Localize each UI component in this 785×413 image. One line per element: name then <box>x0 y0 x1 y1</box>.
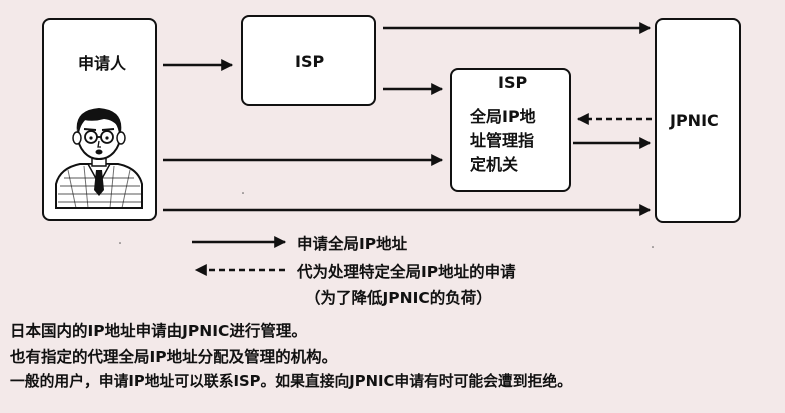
applicant-box: 申请人 <box>42 18 157 221</box>
legend-solid-label: 申请全局IP地址 <box>297 235 408 253</box>
designated-agency-title: ISP <box>498 73 528 92</box>
jpnic-label: JPNIC <box>670 111 719 130</box>
legend-dashed-note: （为了降低JPNIC的负荷） <box>305 289 492 307</box>
businessman-icon <box>55 108 143 209</box>
applicant-label: 申请人 <box>78 54 127 73</box>
jpnic-box: JPNIC <box>655 18 741 223</box>
isp-box: ISP <box>241 15 376 106</box>
designated-agency-line: 址管理指 <box>470 131 535 150</box>
designated-agency-box: ISP 全局IP地 址管理指 定机关 <box>450 68 571 192</box>
designated-agency-line: 全局IP地 <box>470 107 536 126</box>
designated-agency-line: 定机关 <box>470 155 519 174</box>
caption-line: 也有指定的代理全局IP地址分配及管理的机构。 <box>10 348 338 366</box>
caption-line: 一般的用户，申请IP地址可以联系ISP。如果直接向JPNIC申请有时可能会遭到拒… <box>10 373 572 390</box>
isp-label: ISP <box>295 52 325 71</box>
caption-line: 日本国内的IP地址申请由JPNIC进行管理。 <box>10 322 307 340</box>
legend-dashed-label: 代为处理特定全局IP地址的申请 <box>297 263 516 281</box>
